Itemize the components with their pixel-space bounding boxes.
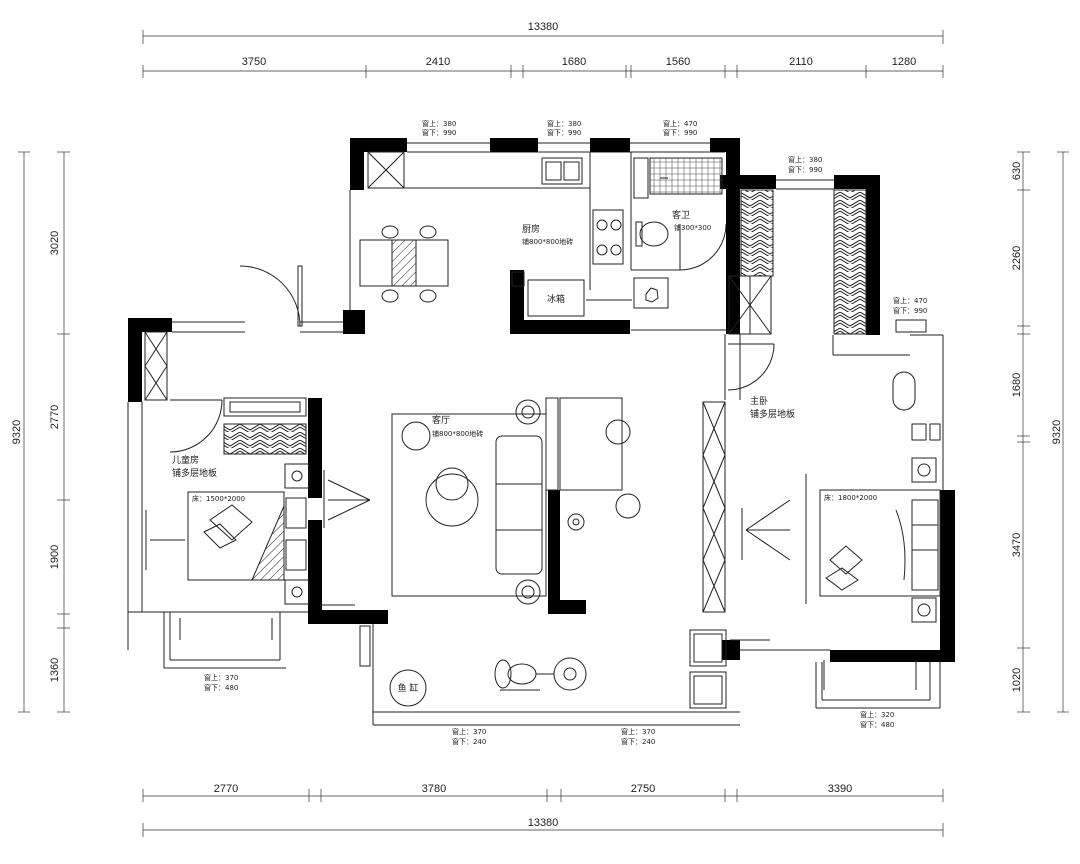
entry-door[interactable] (239, 265, 303, 327)
window-4-upper: 窗上：380 (788, 155, 822, 164)
window-2-upper: 窗上：380 (547, 119, 581, 128)
left-dimensions: 9320 3020 2770 1900 1360 (11, 151, 70, 713)
window-8-upper: 窗上：370 (621, 727, 655, 736)
kitchen-name: 厨房 (522, 223, 540, 235)
dim-right-seg-1: 630 (1011, 162, 1023, 180)
window-2-lower: 窗下：990 (547, 128, 581, 137)
dim-right-seg-5: 1020 (1011, 668, 1023, 692)
guest-bath: 客卫 铺300*300 (633, 157, 727, 309)
window-7-lower: 窗下：240 (452, 737, 486, 746)
exercise-equipment (494, 657, 587, 691)
dim-top-seg-4: 1560 (666, 56, 690, 68)
master-floor: 铺多层地板 (750, 408, 795, 420)
kitchen: 冰箱 厨房 铺800*800地砖 (359, 151, 624, 317)
window-3-lower: 窗下：990 (663, 128, 697, 137)
fridge-label: 冰箱 (547, 293, 565, 305)
window-6-upper: 窗上：370 (204, 673, 238, 682)
top-dimensions: 13380 3750 2410 1680 1560 2110 1280 (142, 21, 944, 78)
master-name: 主卧 (750, 395, 768, 407)
dim-left-seg-3: 1900 (49, 545, 61, 569)
window-8-lower: 窗下：240 (621, 737, 655, 746)
wardrobes (702, 189, 867, 613)
dim-top-seg-1: 3750 (242, 56, 266, 68)
window-5-upper: 窗上：470 (893, 296, 927, 305)
window-5-lower: 窗下：990 (893, 306, 927, 315)
window-9-upper: 窗上：320 (860, 710, 894, 719)
bottom-dimensions: 2770 3780 2750 3390 13380 (142, 783, 944, 837)
dim-bottom-seg-4: 3390 (828, 783, 852, 795)
kids-room-name: 儿童房 (172, 454, 199, 466)
dim-top-seg-2: 2410 (426, 56, 450, 68)
dim-right-seg-4: 3470 (1011, 533, 1023, 557)
dim-bottom-total: 13380 (528, 817, 559, 829)
kids-room-floor: 铺多层地板 (172, 467, 217, 479)
dim-top-seg-3: 1680 (562, 56, 586, 68)
guest-bath-floor: 铺300*300 (674, 223, 711, 232)
dim-left-seg-1: 3020 (49, 231, 61, 255)
dim-left-seg-2: 2770 (49, 405, 61, 429)
window-1-upper: 窗上：380 (422, 119, 456, 128)
fish-tank-label: 鱼 缸 (398, 682, 419, 694)
living-floor: 铺800*800地砖 (432, 429, 483, 438)
window-labels: 窗上：380 窗下：990 窗上：380 窗下：990 窗上：470 窗下：99… (204, 119, 927, 746)
window-7-upper: 窗上：370 (452, 727, 486, 736)
dim-right-seg-3: 1680 (1011, 373, 1023, 397)
dim-top-total: 13380 (528, 21, 559, 33)
dim-left-total: 9320 (11, 420, 23, 444)
dim-right-seg-2: 2260 (1011, 246, 1023, 270)
right-dimensions: 630 2260 1680 3470 1020 9320 (1011, 151, 1069, 713)
window-6-lower: 窗下：480 (204, 683, 238, 692)
window-3-upper: 窗上：470 (663, 119, 697, 128)
guest-bath-name: 客卫 (672, 209, 690, 221)
window-9-lower: 窗下：480 (860, 720, 894, 729)
kids-room: 儿童房 铺多层地板 床：1500*2000 (128, 331, 371, 669)
dim-bottom-seg-3: 2750 (631, 783, 655, 795)
living-room: 客厅 铺800*800地砖 鱼 缸 (389, 397, 727, 709)
dim-bottom-seg-2: 3780 (422, 783, 446, 795)
dim-top-seg-6: 1280 (892, 56, 916, 68)
dim-left-seg-4: 1360 (49, 658, 61, 682)
window-4-lower: 窗下：990 (788, 165, 822, 174)
kids-bed-label: 床：1500*2000 (192, 494, 245, 503)
living-name: 客厅 (432, 414, 450, 426)
kitchen-floor: 铺800*800地砖 (522, 237, 573, 246)
dim-right-total: 9320 (1051, 420, 1063, 444)
master-bedroom: 主卧 铺多层地板 床：1800*2000 (730, 319, 941, 709)
window-1-lower: 窗下：990 (422, 128, 456, 137)
dim-top-seg-5: 2110 (789, 56, 813, 68)
master-bed-label: 床：1800*2000 (824, 493, 877, 502)
dim-bottom-seg-1: 2770 (214, 783, 238, 795)
